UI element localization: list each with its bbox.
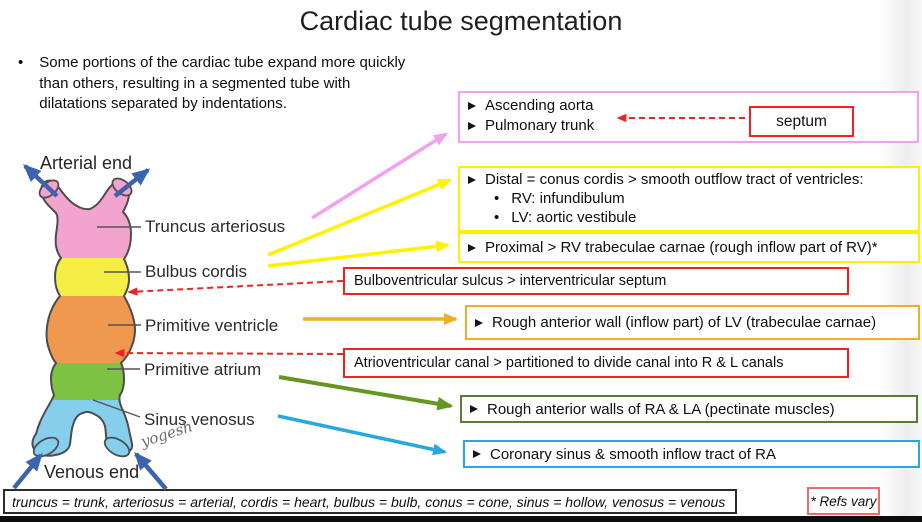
intro-bullet: Some portions of the cardiac tube expand… (18, 53, 418, 115)
arrow-bullet-icon (468, 175, 476, 184)
list-item: Pulmonary trunk (460, 117, 917, 134)
truncus-annotation-box: Ascending aorta Pulmonary trunk septum (458, 91, 919, 143)
label-bulbus-cordis: Bulbus cordis (145, 262, 248, 281)
arrow-bullet-icon (475, 318, 483, 327)
arrow-bullet-icon (470, 405, 478, 413)
list-item: RV: infundibulum (460, 190, 918, 207)
arrow-bullet-icon (473, 450, 481, 458)
label-arterial-end: Arterial end (40, 153, 133, 173)
ventricle-annotation-box: Rough anterior wall (inflow part) of LV … (465, 305, 920, 340)
sinus-annotation-box: Coronary sinus & smooth inflow tract of … (463, 440, 920, 468)
segment-primitive-ventricle (32, 296, 136, 363)
list-item: LV: aortic vestibule (460, 209, 918, 226)
refs-vary-note-box: * Refs vary (807, 487, 880, 515)
label-venous-end: Venous end (44, 462, 140, 482)
bulbus-distal-connector-arrow (267, 178, 452, 257)
bulbus-distal-annotation-box: Distal = conus cordis > smooth outflow t… (458, 166, 920, 232)
septum-callout-box: septum (749, 106, 854, 137)
bulbus-proximal-connector-arrow (267, 240, 451, 268)
atrium-annotation-box: Rough anterior walls of RA & LA (pectina… (460, 395, 918, 423)
arrow-bullet-icon (468, 243, 476, 252)
label-sinus-venosus: Sinus venosus (144, 410, 255, 429)
label-primitive-atrium: Primitive atrium (144, 360, 262, 379)
bottom-bar (0, 516, 922, 522)
label-truncus-arteriosus: Truncus arteriosus (145, 217, 286, 236)
segment-bulbus-cordis (32, 258, 136, 296)
av-canal-box: Atrioventricular canal > partitioned to … (343, 348, 849, 378)
bulboventricular-sulcus-box: Bulboventricular sulcus > interventricul… (343, 267, 849, 295)
segment-primitive-atrium (32, 363, 136, 400)
arrow-bullet-icon (468, 121, 476, 130)
tube-outline (31, 179, 136, 457)
list-item: Distal = conus cordis > smooth outflow t… (460, 171, 918, 188)
arrow-bullet-icon (468, 101, 476, 110)
segment-truncus-arteriosus (32, 180, 136, 258)
intro-bullet-text: Some portions of the cardiac tube expand… (39, 54, 406, 112)
bulbus-proximal-annotation-box: Proximal > RV trabeculae carnae (rough i… (458, 232, 920, 263)
sinus-connector-arrow (277, 414, 448, 456)
list-item: Ascending aorta (460, 97, 917, 114)
atrium-connector-arrow (278, 375, 454, 411)
bullet-dot-icon (18, 53, 39, 115)
label-primitive-ventricle: Primitive ventricle (145, 316, 279, 335)
truncus-connector-arrow (311, 132, 448, 220)
page-title: Cardiac tube segmentation (299, 6, 623, 36)
terminology-definitions-box: truncus = trunk, arteriosus = arterial, … (3, 489, 737, 514)
venous-opening-right (103, 436, 131, 458)
